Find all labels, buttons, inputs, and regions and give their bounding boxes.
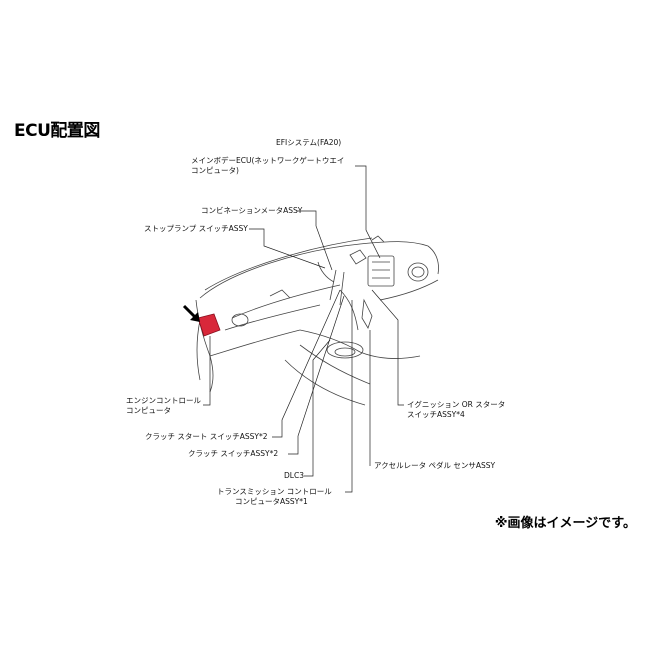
- dashboard-outline: [195, 235, 439, 406]
- label-main-body-ecu: メインボデーECU(ネットワークゲートウエイ コンピュータ): [191, 156, 344, 176]
- label-clutch-start-switch: クラッチ スタート スイッチASSY*2: [145, 432, 268, 441]
- label-transmission-computer: トランスミッション コントロール コンピュータASSY*1: [217, 487, 332, 507]
- label-accelerator-sensor: アクセルレータ ペダル センサASSY: [374, 461, 496, 470]
- label-combination-meter: コンビネーションメータASSY: [201, 206, 303, 215]
- page-title: ECU配置図: [14, 121, 100, 141]
- label-transmission-line1: トランスミッション コントロール: [217, 487, 332, 496]
- arrow-icon: [182, 304, 200, 322]
- label-engine-control: エンジンコントロール コンピュータ: [126, 396, 201, 416]
- image-note: ※画像はイメージです。: [494, 516, 636, 531]
- leader-lines: [203, 165, 404, 493]
- label-ignition-switch: イグニッション OR スタータ スイッチASSY*4: [407, 400, 505, 420]
- system-label: EFIシステム(FA20): [276, 138, 342, 147]
- label-engine-control-line2: コンピュータ: [126, 406, 171, 415]
- label-main-body-ecu-line1: メインボデーECU(ネットワークゲートウエイ: [191, 156, 345, 165]
- label-ignition-line2: スイッチASSY*4: [407, 410, 465, 419]
- label-clutch-switch: クラッチ スイッチASSY*2: [188, 449, 279, 458]
- label-dlc3: DLC3: [284, 471, 304, 480]
- label-main-body-ecu-line2: コンピュータ): [191, 166, 239, 175]
- label-engine-control-line1: エンジンコントロール: [126, 396, 201, 405]
- label-transmission-line2: コンピュータASSY*1: [235, 497, 308, 506]
- ecu-highlight: [197, 313, 221, 337]
- label-stop-lamp-switch: ストップランプ スイッチASSY: [144, 224, 248, 233]
- label-ignition-line1: イグニッション OR スタータ: [407, 400, 506, 409]
